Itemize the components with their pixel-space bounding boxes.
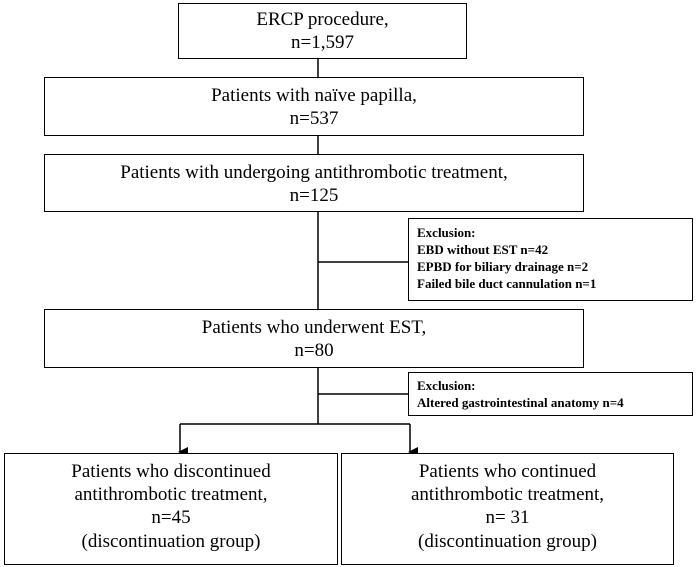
exclusion-box-2: Exclusion: Altered gastrointestinal anat… (408, 372, 693, 416)
exclusion1-item: EPBD for biliary drainage n=2 (417, 259, 589, 275)
discontinued-subtitle: antithrombotic treatment, (74, 484, 268, 506)
exclusion1-item: EBD without EST n=42 (417, 242, 549, 258)
exclusion1-item: Failed bile duct cannulation n=1 (417, 276, 597, 292)
antithrombotic-box: Patients with undergoing antithrombotic … (44, 154, 584, 212)
underwent-est-box: Patients who underwent EST, n=80 (44, 309, 584, 368)
exclusion1-heading: Exclusion: (417, 225, 476, 240)
anti-title: Patients with undergoing antithrombotic … (120, 162, 508, 183)
discontinued-group-box: Patients who discontinued antithrombotic… (4, 453, 338, 565)
discontinued-group-label: (discontinuation group) (81, 530, 261, 552)
exclusion2-heading: Exclusion: (417, 378, 476, 393)
ercp-count: n=1,597 (291, 32, 354, 54)
exclusion2-item: Altered gastrointestinal anatomy n=4 (417, 395, 624, 411)
est-title: Patients who underwent EST, (201, 317, 427, 338)
naive-count: n=537 (289, 108, 339, 130)
continued-group-box: Patients who continued antithrombotic tr… (341, 453, 674, 565)
est-count: n=80 (294, 340, 334, 362)
discontinued-count: n=45 (151, 507, 191, 529)
naive-title: Patients with naïve papilla, (211, 85, 417, 106)
anti-count: n=125 (289, 185, 339, 207)
ercp-title: ERCP procedure, (256, 9, 389, 30)
naive-papilla-box: Patients with naïve papilla, n=537 (44, 77, 584, 136)
ercp-procedure-box: ERCP procedure, n=1,597 (178, 3, 467, 59)
discontinued-title: Patients who discontinued (71, 461, 271, 482)
exclusion-box-1: Exclusion: EBD without EST n=42 EPBD for… (408, 218, 693, 301)
continued-subtitle: antithrombotic treatment, (410, 484, 605, 506)
continued-count: n= 31 (485, 507, 530, 529)
continued-title: Patients who continued (418, 461, 597, 482)
continued-group-label: (discontinuation group) (418, 530, 597, 552)
